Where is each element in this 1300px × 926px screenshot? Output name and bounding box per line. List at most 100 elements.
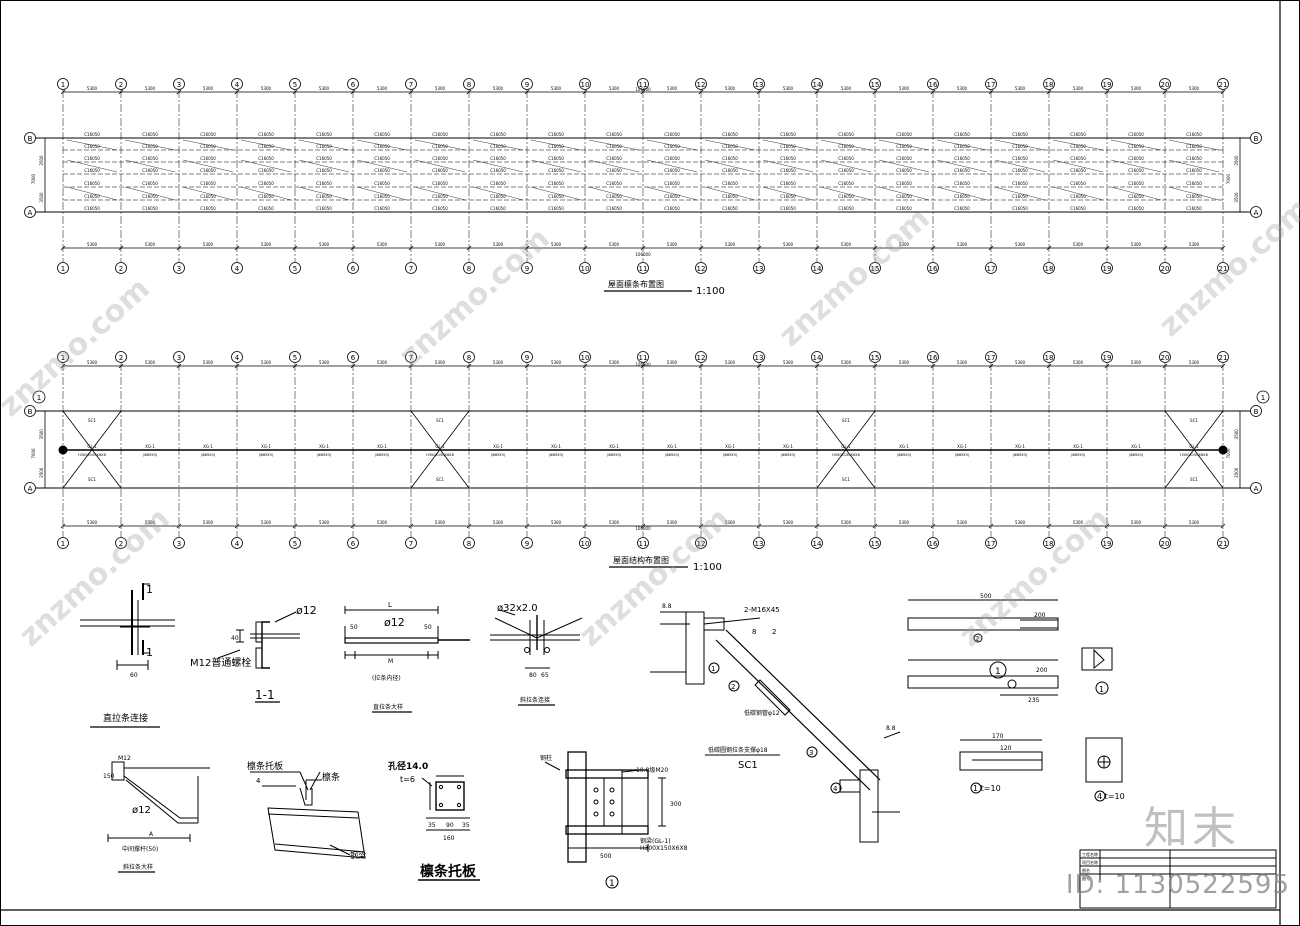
dimension-text: 5300 xyxy=(493,242,504,247)
dimension-tick xyxy=(814,89,820,95)
axis-bubble xyxy=(1159,78,1171,90)
dimension-tick xyxy=(756,89,762,95)
dimension-text: 5300 xyxy=(725,520,736,525)
dimension-text: 5300 xyxy=(783,86,794,91)
detail-purlin-bracket-plate xyxy=(418,775,480,881)
purlin-label: C16050 xyxy=(664,132,680,137)
purlin-label: C16050 xyxy=(896,206,912,211)
purlin-label: C16050 xyxy=(374,132,390,137)
brace-label: SC1 xyxy=(842,477,850,482)
axis-label: 17 xyxy=(987,540,996,548)
dimension-text: 5300 xyxy=(87,242,98,247)
beam-label: GL-1 xyxy=(87,444,97,449)
svg-text:孔径14.0: 孔径14.0 xyxy=(388,760,428,772)
purlin-label: C16050 xyxy=(1186,144,1202,149)
tie-rod xyxy=(414,186,466,201)
gable-node xyxy=(1218,445,1228,455)
side-dim-text: 3500 xyxy=(39,192,44,203)
svg-text:项目名称: 项目名称 xyxy=(1082,859,1098,865)
dimension-text: 5300 xyxy=(1073,86,1084,91)
axis-bubble xyxy=(231,537,243,549)
purlin-label: C16050 xyxy=(664,156,680,161)
axis-label: 13 xyxy=(755,354,764,362)
axis-label: 2 xyxy=(119,265,123,273)
tie-rod xyxy=(1110,186,1162,201)
title-block xyxy=(1079,849,1277,909)
tie-rod xyxy=(472,159,524,173)
svg-text:3: 3 xyxy=(809,749,813,757)
dimension-tick xyxy=(524,245,530,251)
d2-bolt-label: M12普通螺栓 xyxy=(190,656,251,669)
svg-text:8.8: 8.8 xyxy=(662,603,672,610)
axis-bubble xyxy=(811,78,823,90)
dimension-tick xyxy=(814,523,820,529)
axis-bubble xyxy=(1043,537,1055,549)
purlin-label: C16050 xyxy=(606,144,622,149)
axis-label: 17 xyxy=(987,265,996,273)
purlin-label: C16050 xyxy=(1070,181,1086,186)
svg-text:170: 170 xyxy=(992,733,1004,740)
dimension-tick xyxy=(640,245,646,251)
dimension-text: 5300 xyxy=(725,360,736,365)
axis-label: 5 xyxy=(293,354,297,362)
axis-label: 6 xyxy=(351,81,356,89)
axis-label: 21 xyxy=(1219,354,1228,362)
axis-label: 9 xyxy=(525,81,529,89)
purlin-label: C16050 xyxy=(142,168,158,173)
dimension-tick xyxy=(872,245,878,251)
axis-label: 19 xyxy=(1103,265,1112,273)
axis-label: 8 xyxy=(467,81,471,89)
axis-bubble xyxy=(289,537,301,549)
axis-bubble xyxy=(753,78,765,90)
dimension-text: 5300 xyxy=(319,86,330,91)
axis-bubble xyxy=(463,262,475,274)
axis-bubble xyxy=(57,351,69,363)
purlin-label: C16050 xyxy=(896,132,912,137)
purlin-label: C16050 xyxy=(722,206,738,211)
purlin-label: C16050 xyxy=(838,144,854,149)
axis-label: 7 xyxy=(409,354,413,362)
purlin-label: C16050 xyxy=(1186,132,1202,137)
side-dim-text: 7000 xyxy=(31,173,36,184)
purlin-label: C16050 xyxy=(1128,206,1144,211)
axis-bubble xyxy=(1043,262,1055,274)
purlin-label: C16050 xyxy=(374,181,390,186)
axis-bubble xyxy=(579,78,591,90)
purlin-label: C16050 xyxy=(316,181,332,186)
dimension-text: 5300 xyxy=(667,360,678,365)
tie-rod xyxy=(530,139,582,151)
purlin-label: C16050 xyxy=(432,144,448,149)
purlin-label: C16050 xyxy=(606,194,622,199)
purlin-label: C16050 xyxy=(838,194,854,199)
strut-label: XG-1 xyxy=(1015,444,1025,449)
svg-text:50: 50 xyxy=(350,624,358,631)
strut-label: XG-1 xyxy=(667,444,677,449)
detail1-title: 直拉条连接 xyxy=(103,712,148,724)
row-label: A xyxy=(28,485,33,493)
axis-label: 8 xyxy=(467,540,471,548)
purlin-label: C16050 xyxy=(200,132,216,137)
purlin-label: C16050 xyxy=(1012,181,1028,186)
cross-brace xyxy=(1164,410,1224,489)
dimension-text: 5300 xyxy=(435,360,446,365)
side-dim-text: 3500 xyxy=(39,467,44,478)
dimension-text: 5300 xyxy=(1073,520,1084,525)
dimension-tick xyxy=(872,363,878,369)
strut-label: XG-1 xyxy=(957,444,967,449)
dimension-tick xyxy=(60,363,66,369)
axis-bubble xyxy=(173,262,185,274)
tie-rod xyxy=(240,159,292,173)
svg-text:2: 2 xyxy=(975,635,979,643)
axis-bubble xyxy=(173,537,185,549)
tie-rod xyxy=(298,139,350,151)
detail-plates xyxy=(907,599,1123,802)
purlin-label: C16050 xyxy=(258,144,274,149)
svg-text:ø12: ø12 xyxy=(132,805,151,816)
dimension-tick xyxy=(350,245,356,251)
axis-bubble xyxy=(1101,537,1113,549)
tie-rod xyxy=(530,159,582,173)
tie-rod xyxy=(472,186,524,201)
purlin-label: C16050 xyxy=(838,206,854,211)
axis-bubble xyxy=(289,262,301,274)
dimension-tick xyxy=(1104,523,1110,529)
